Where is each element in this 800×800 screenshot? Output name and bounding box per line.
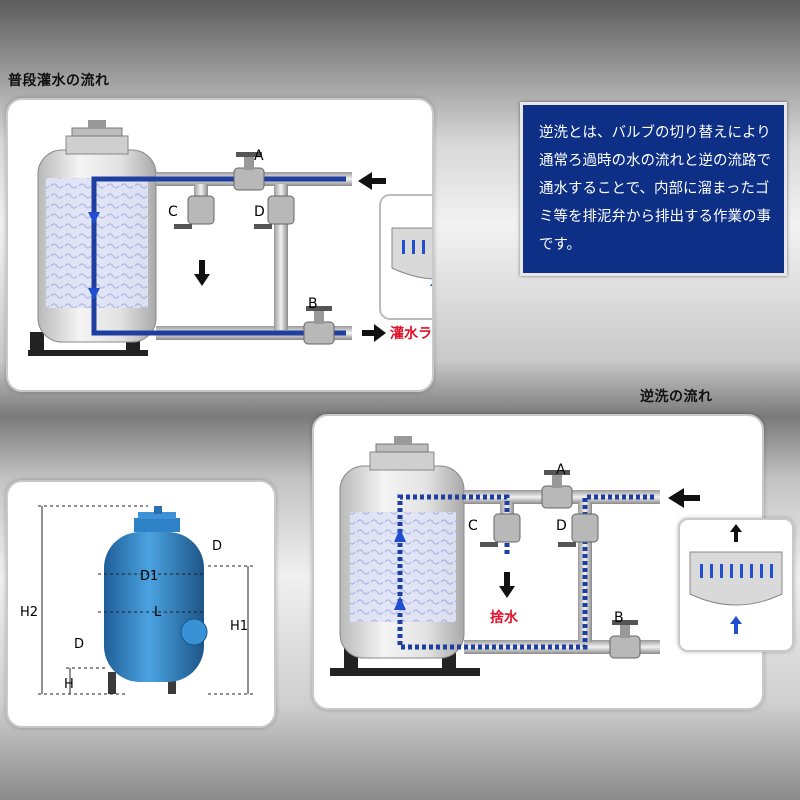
outlet-label: 灌水ラインへ — [390, 325, 432, 342]
backwash-cartridge-diagram — [689, 524, 783, 634]
inflow-arrow-icon — [730, 616, 742, 634]
drain-arrow-icon — [499, 572, 515, 598]
h1-label: H1 — [230, 619, 248, 634]
h-label: H — [64, 677, 74, 692]
backwash-flow-diagram: A C D B 捨水 — [330, 436, 700, 676]
l-label: L — [154, 605, 162, 620]
backwash-flow-title: 逆洗の流れ — [640, 389, 713, 405]
d-bottom-label: D — [74, 637, 84, 652]
drain-label: 捨水 — [490, 609, 519, 626]
normal-flow-diagram: A C D B 灌水ラインへ — [28, 120, 432, 356]
normal-flow-panel: A C D B 灌水ラインへ — [6, 98, 434, 392]
cartridge-inset — [379, 194, 432, 320]
drain-arrow-icon — [194, 260, 210, 286]
valve-d-icon — [254, 195, 295, 229]
valve-b-label: B — [308, 296, 318, 312]
blue-tank-icon — [104, 506, 208, 694]
valve-c-label: C — [168, 204, 178, 220]
inlet-arrow-icon — [668, 488, 700, 508]
backwash-flow-path — [397, 494, 654, 650]
d1-label: D1 — [140, 569, 158, 584]
valve-a-label: A — [556, 462, 566, 478]
flow-path — [91, 176, 346, 336]
valve-d-label: D — [556, 518, 567, 534]
filter-tank — [28, 120, 157, 356]
valve-b-icon — [609, 620, 641, 659]
tank-dimensions-panel: H2 H1 H D1 L D D — [6, 480, 276, 728]
h2-label: H2 — [20, 605, 38, 620]
normal-flow-title: 普段灌水の流れ — [8, 73, 110, 89]
valve-c-icon — [174, 195, 215, 229]
valve-d-icon — [558, 513, 599, 547]
valve-b-label: B — [614, 610, 624, 626]
valve-b-icon — [303, 306, 335, 345]
tank-dimensions-diagram: H2 H1 H D1 L D D — [20, 505, 254, 695]
inlet-arrow-icon — [358, 172, 386, 190]
valve-a-icon — [541, 470, 573, 509]
valve-c-label: C — [468, 518, 478, 534]
filter-tank — [339, 436, 465, 670]
backwash-description: 逆洗とは、バルブの切り替えにより通常ろ過時の水の流れと逆の流路で通水することで、… — [520, 102, 787, 276]
outlet-arrow-icon — [362, 324, 386, 342]
backwash-cartridge-inset — [678, 518, 794, 652]
valve-d-label: D — [254, 204, 265, 220]
up-arrow-icon — [730, 524, 742, 542]
valve-a-label: A — [254, 148, 264, 164]
valve-a-icon — [233, 152, 265, 191]
valve-c-icon — [480, 513, 521, 547]
backwash-flow-panel: A C D B 捨水 — [312, 414, 764, 710]
d-top-label: D — [212, 539, 222, 554]
